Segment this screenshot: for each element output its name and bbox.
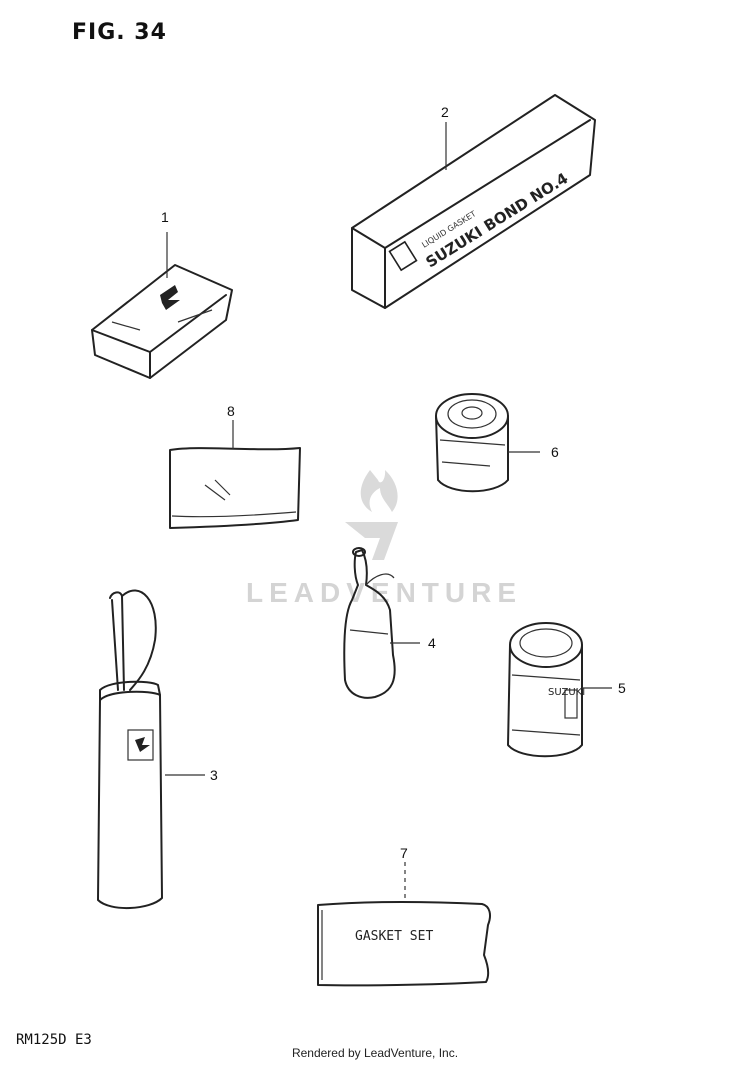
part-1-small-box: 1 (91, 209, 233, 379)
footer-credit: Rendered by LeadVenture, Inc. (291, 1046, 459, 1060)
callout-8: 8 (227, 403, 235, 419)
part-4-bottle: 4 (343, 547, 436, 699)
part-3-container: 3 (97, 589, 218, 910)
callout-4: 4 (428, 635, 436, 651)
can5-label: SUZUKI (548, 687, 585, 698)
figure-title: FIG. 34 (72, 20, 167, 45)
callout-6: 6 (551, 444, 559, 460)
part-7-gasket-set: GASKET SET 7 (317, 845, 491, 987)
watermark: LEADVENTURE (246, 470, 522, 608)
callout-1: 1 (161, 209, 169, 225)
callout-7: 7 (400, 845, 408, 861)
suzuki-logo-icon (135, 737, 150, 752)
suzuki-logo-icon (388, 240, 418, 272)
part-2-bond-box: SUZUKI BOND NO.4 LIQUID GASKET 2 (351, 94, 596, 309)
gasket-set-label: GASKET SET (355, 929, 433, 944)
model-code: RM125D E3 (16, 1032, 92, 1048)
suzuki-logo-icon (160, 285, 180, 310)
part-5-tall-can: SUZUKI 5 (507, 622, 626, 758)
callout-5: 5 (618, 680, 626, 696)
part-8-bag: 8 (169, 403, 301, 529)
callout-3: 3 (210, 767, 218, 783)
watermark-text: LEADVENTURE (246, 577, 522, 608)
bond-label: SUZUKI BOND NO.4 (423, 169, 572, 271)
part-6-small-can: 6 (435, 393, 559, 493)
callout-2: 2 (441, 104, 449, 120)
